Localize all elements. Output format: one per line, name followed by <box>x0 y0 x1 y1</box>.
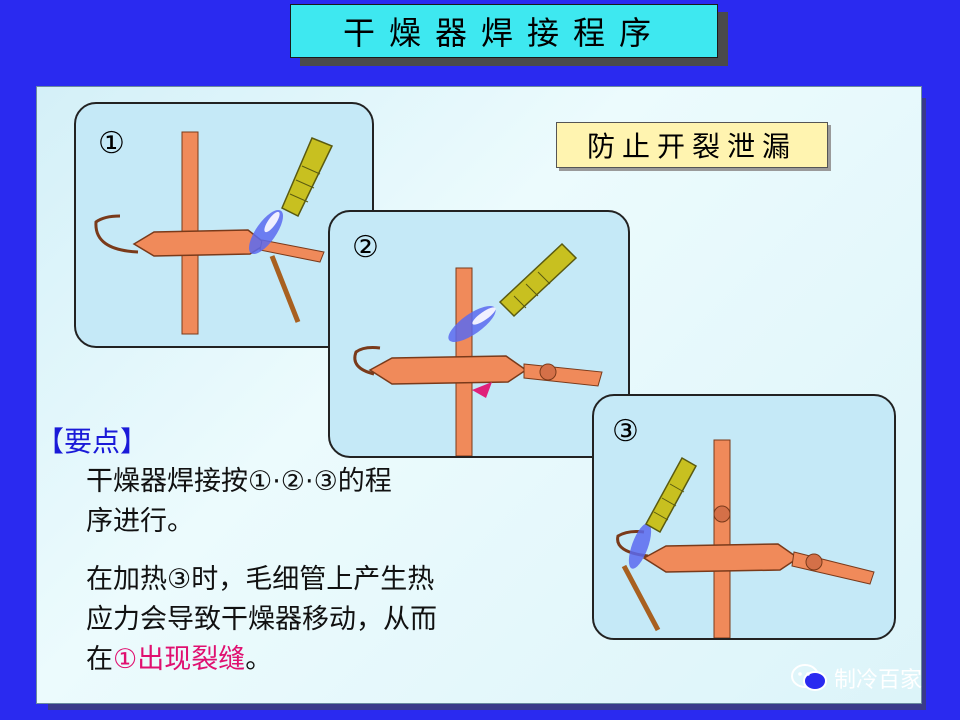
page-title: 干燥器焊接程序 <box>290 4 718 58</box>
paragraph-2-line-1: 在加热③时，毛细管上产生热 <box>86 564 435 595</box>
drier-body <box>642 543 800 573</box>
flame-tip <box>472 382 492 398</box>
solder-bead <box>805 553 823 571</box>
filler-rod <box>621 564 661 632</box>
paragraph-2-line-3: 在①出现裂缝。 <box>86 640 526 680</box>
paragraph-1: 干燥器焊接按①·②·③的程 序进行。 <box>86 462 526 542</box>
drier-body <box>368 355 528 385</box>
step-1-illustration <box>94 131 334 335</box>
paragraph-2-line-3-suffix: 。 <box>245 644 273 675</box>
torch <box>498 242 578 318</box>
solder-bead-top <box>713 505 731 523</box>
torch <box>644 456 698 534</box>
outlet-pipe <box>523 363 603 387</box>
step-3-number: ③ <box>612 414 639 449</box>
filler-rod <box>269 255 301 323</box>
watermark-text: 制冷百家 <box>834 668 923 693</box>
paragraph-2-line-3-prefix: 在 <box>86 644 113 675</box>
outlet-pipe <box>791 551 875 585</box>
vertical-pipe <box>713 439 731 638</box>
note-box: 防止开裂泄漏 <box>556 122 828 168</box>
step-2-illustration <box>353 242 603 456</box>
crack-highlight: ①出现裂缝 <box>113 644 246 675</box>
wechat-icon <box>791 664 827 691</box>
step-2-card: ② <box>328 210 630 458</box>
step-3-card: ③ <box>592 394 896 640</box>
paragraph-2-line-2: 应力会导致干燥器移动，从而 <box>86 604 437 635</box>
paragraph-1-line-2: 序进行。 <box>86 506 194 537</box>
solder-bead <box>539 363 557 381</box>
step-3-illustration <box>616 439 875 638</box>
drier-body <box>132 229 268 257</box>
step-2-number: ② <box>352 230 379 265</box>
flame <box>628 523 652 569</box>
torch <box>281 137 334 218</box>
capillary-tube <box>353 346 381 376</box>
paragraph-2: 在加热③时，毛细管上产生热 应力会导致干燥器移动，从而 在①出现裂缝。 <box>86 560 526 680</box>
capillary-tube <box>94 214 139 254</box>
keypoint-label: 【要点】 <box>36 425 149 458</box>
watermark: 制冷百家 <box>790 660 922 696</box>
paragraph-1-line-1: 干燥器焊接按①·②·③的程 <box>86 466 392 497</box>
step-1-number: ① <box>98 126 125 161</box>
